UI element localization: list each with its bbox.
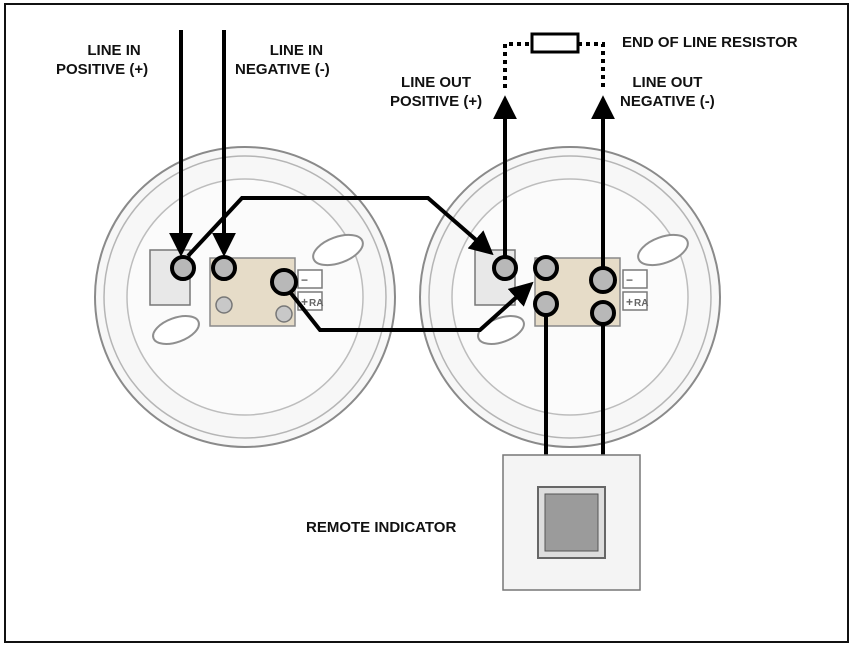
right-terminal-ri-positive (533, 291, 559, 317)
wire-crossover-top (186, 196, 494, 258)
remote-indicator-unit (502, 454, 641, 591)
right-terminal-out-negative (589, 266, 617, 294)
left-ra-mark: RA (309, 298, 323, 309)
label-end-of-line-resistor: END OF LINE RESISTOR (622, 34, 798, 51)
left-terminal-out (270, 268, 298, 296)
resistor-body (530, 32, 580, 54)
left-terminal-line-in-negative (211, 255, 237, 281)
label-line-out-positive: LINE OUT POSITIVE (+) (390, 74, 483, 110)
label-line-in-positive: LINE IN POSITIVE (+) (56, 42, 149, 78)
right-detector-base (419, 146, 721, 448)
label-line-in-negative: LINE IN NEGATIVE (-) (235, 42, 330, 78)
left-detector-base (94, 146, 396, 448)
left-minus-mark: − (301, 273, 308, 287)
right-terminal-in-negative (533, 255, 559, 281)
right-terminals (492, 255, 617, 326)
right-ra-mark: RA (634, 298, 648, 309)
right-minus-mark: − (626, 273, 633, 287)
right-plus-mark: + (626, 295, 633, 309)
right-terminal-ri-negative (590, 300, 616, 326)
end-of-line-resistor (503, 32, 605, 88)
left-terminal-line-in-positive (170, 255, 196, 281)
wire-crossover-bottom (288, 281, 534, 332)
left-terminals (170, 255, 298, 323)
left-plus-mark: + (301, 295, 308, 309)
label-remote-indicator: REMOTE INDICATOR (306, 519, 457, 536)
indicator-lens (544, 493, 599, 552)
wiring (169, 30, 615, 458)
label-line-out-negative: LINE OUT NEGATIVE (-) (620, 74, 715, 110)
right-terminal-in-positive (492, 255, 518, 281)
